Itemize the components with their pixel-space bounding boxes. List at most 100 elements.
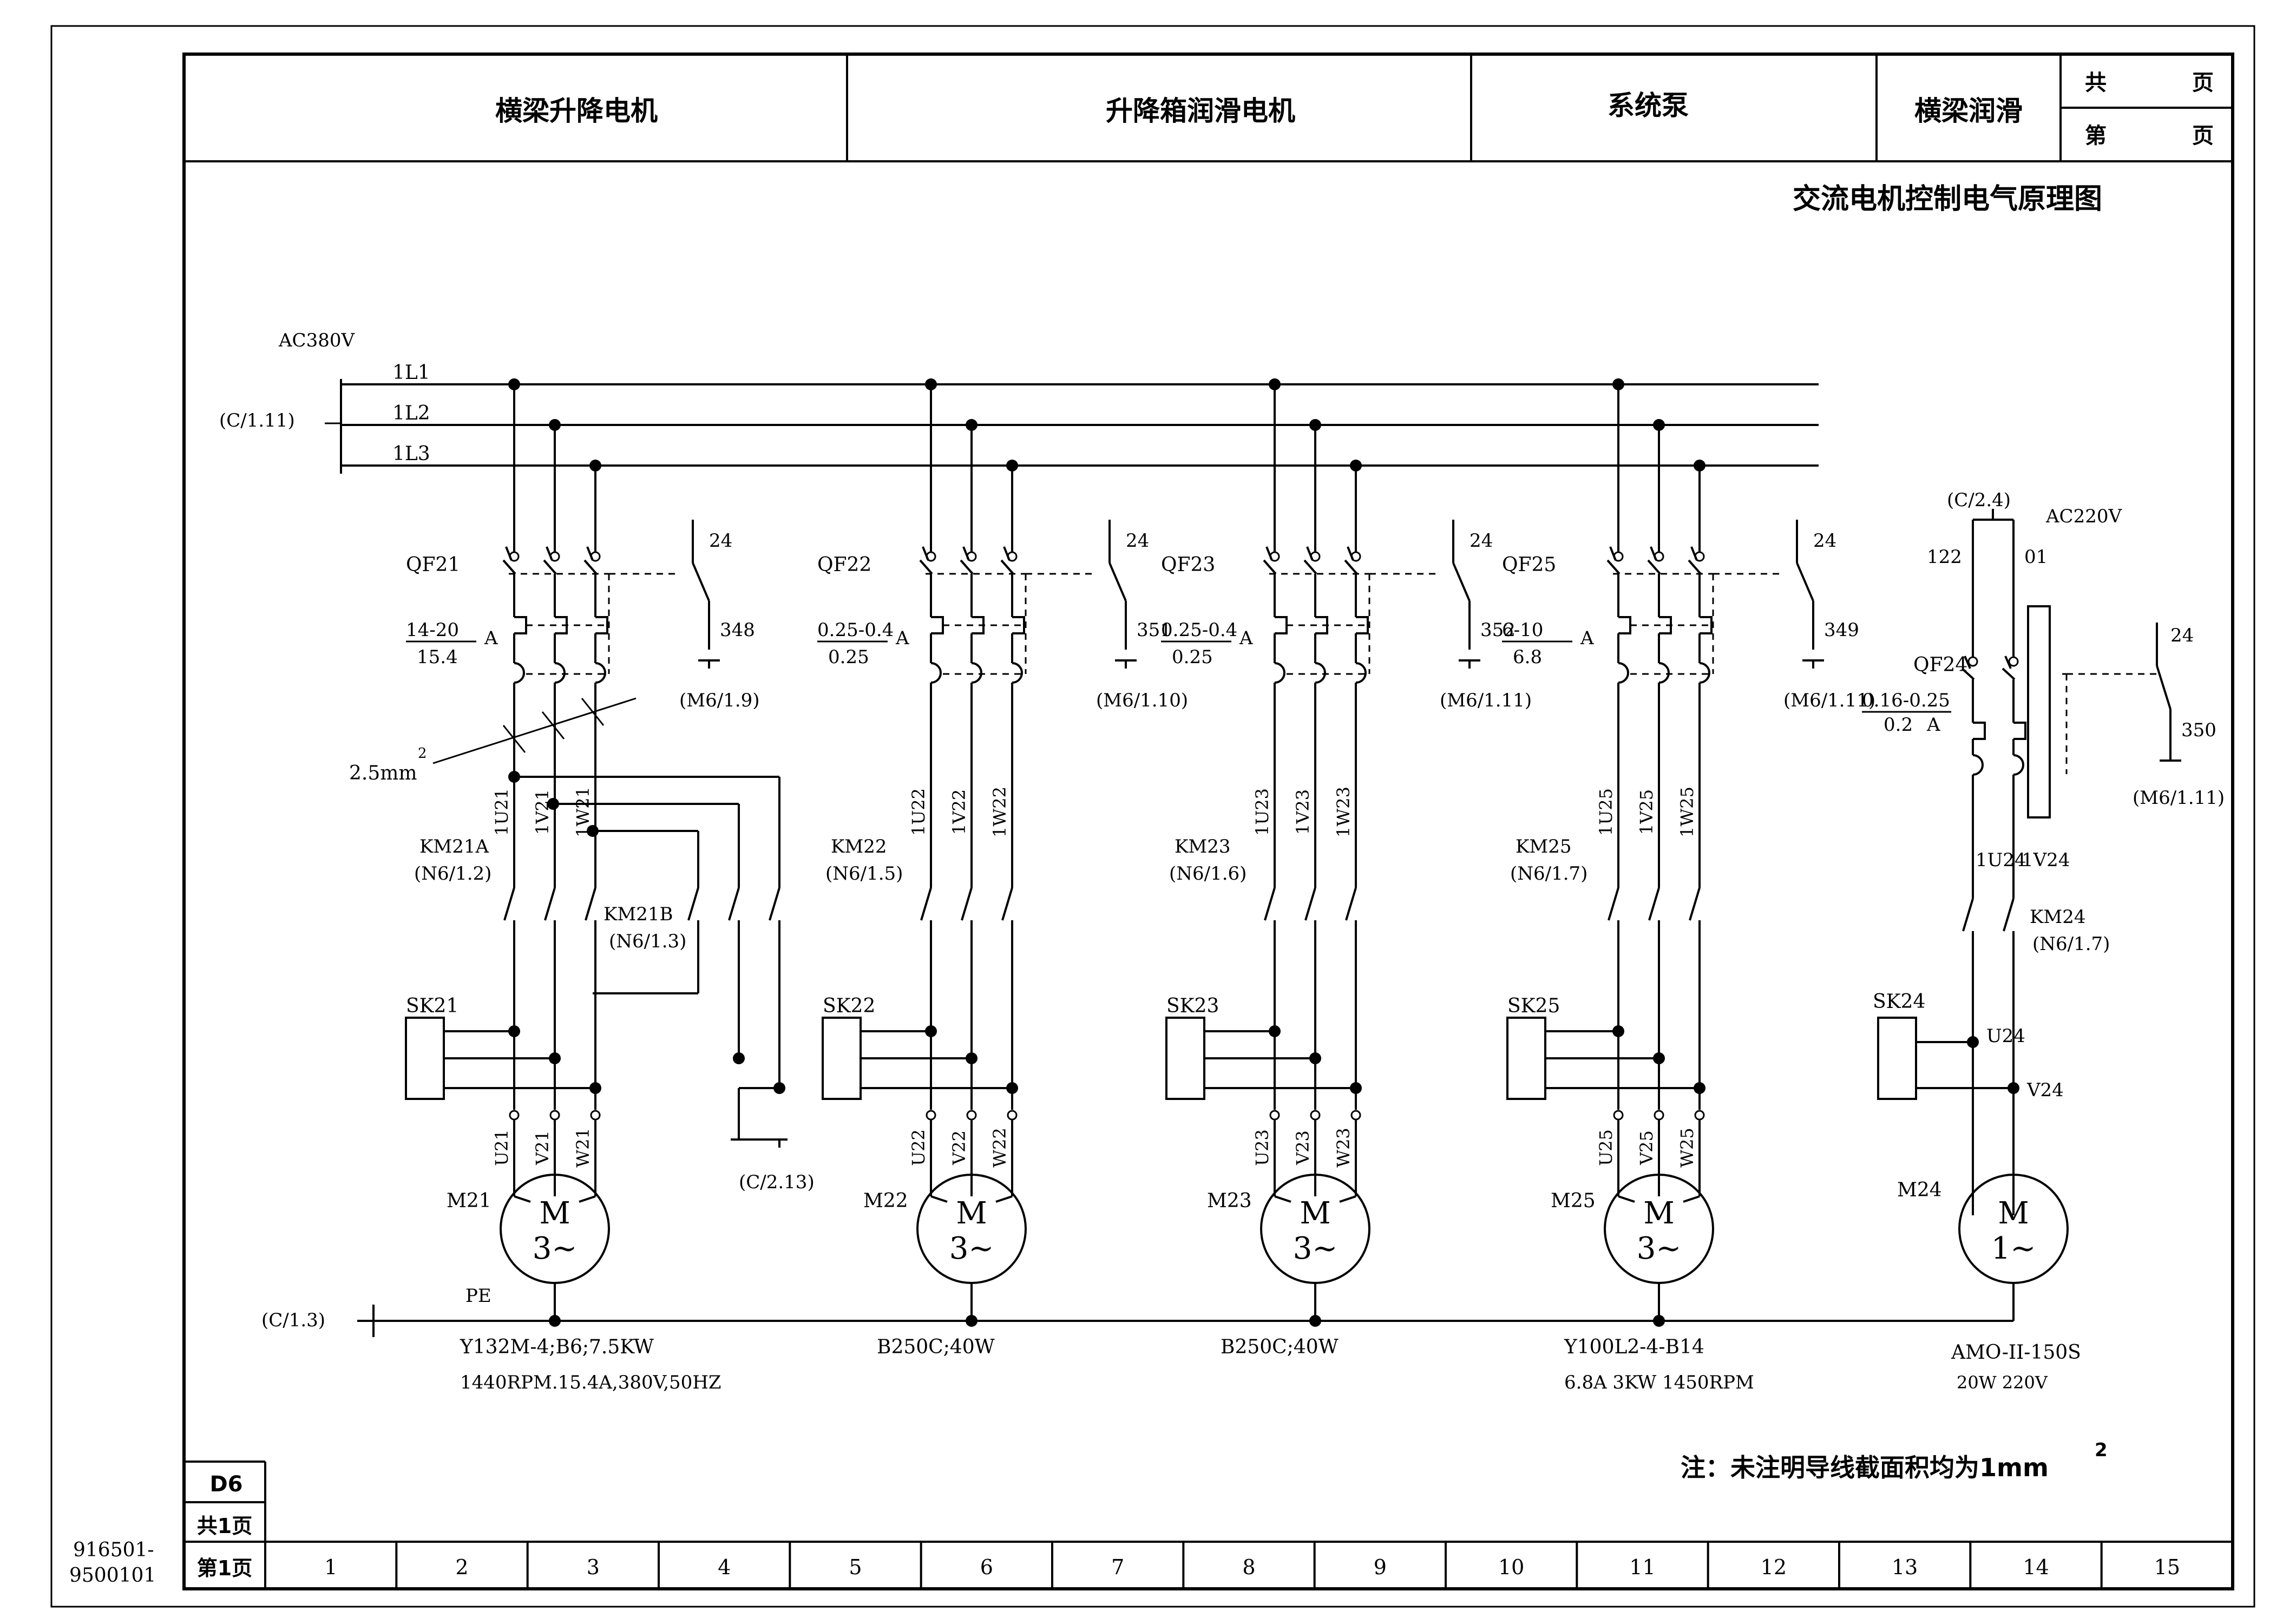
junction-dot (966, 1052, 978, 1064)
aux-ref-label: (M6/1.10) (1096, 690, 1188, 711)
contactor-label: KM25 (1516, 836, 1571, 857)
thermal-element (1012, 616, 1025, 634)
terminal-label: W25 (1677, 1128, 1697, 1168)
motor-spec-1: B250C;40W (877, 1336, 995, 1358)
sp-wire-in-2: 01 (2024, 546, 2048, 568)
drawing-no-2: 9500101 (69, 1564, 156, 1587)
motor-branch-4: 24349(M6/1.11)QF256-106.8A1U25U251V25V25… (1502, 378, 1875, 1393)
motor-spec-1: B250C;40W (1221, 1336, 1339, 1358)
aux-wire-label: 351 (1137, 619, 1172, 641)
wire-label: 1U23 (1252, 788, 1272, 836)
sp-breaker-setting: 0.2 (1884, 714, 1913, 736)
pe-ref: (C/1.3) (261, 1309, 325, 1331)
wire (2156, 665, 2172, 710)
terminal-label: W21 (573, 1128, 593, 1168)
sp-sensor-box (1877, 1017, 1917, 1100)
wire (961, 887, 973, 921)
junction-dot (925, 1025, 937, 1037)
sp-contactor-ref: (N6/1.7) (2032, 933, 2110, 955)
sp-wire-in-1: 122 (1927, 546, 1962, 568)
contactor-ref: (N6/1.6) (1169, 863, 1247, 885)
header-col1: 横梁升降电机 (495, 95, 658, 127)
motor-label: M23 (1207, 1190, 1252, 1212)
terminal-label: V25 (1636, 1130, 1657, 1165)
terminal-label: U25 (1596, 1129, 1616, 1166)
aux-wire-label: 348 (720, 619, 755, 641)
motor-terminal (926, 1110, 936, 1121)
motor-label: M22 (863, 1190, 908, 1212)
wire (514, 1195, 531, 1203)
motor-spec-1: Y100L2-4-B14 (1564, 1336, 1704, 1358)
thermal-element (1973, 722, 1986, 740)
junction-dot (508, 1025, 520, 1037)
sensor-box (1165, 1017, 1205, 1100)
terminal-label: W22 (989, 1128, 1010, 1168)
overcurrent-coil (930, 662, 942, 684)
header-col4: 横梁润滑 (1914, 95, 2023, 127)
breaker-label: QF22 (817, 554, 871, 576)
motor-terminal (1007, 1110, 1018, 1121)
wire (1345, 887, 1357, 921)
overcurrent-coil (2013, 754, 2024, 776)
sensor-label: SK22 (823, 995, 875, 1017)
wire (1452, 562, 1471, 601)
wire (544, 887, 556, 921)
wire (1647, 559, 1661, 575)
wire (1265, 546, 1273, 561)
aux-ref-label: (M6/1.11) (1783, 690, 1875, 711)
sp-contactor: KM24 (2030, 906, 2085, 928)
motor-m: M (539, 1196, 570, 1231)
wire (585, 887, 596, 921)
junction-dot (1967, 1036, 1979, 1048)
overcurrent-coil (554, 662, 566, 684)
grid-number: 3 (587, 1555, 600, 1579)
wire (1648, 887, 1660, 921)
sensor-box (1506, 1017, 1546, 1100)
aux-top-label: 24 (1126, 530, 1149, 552)
wire (962, 546, 970, 561)
overcurrent-coil (1012, 662, 1023, 684)
wire (2004, 656, 2012, 669)
aux-top-label: 24 (1470, 530, 1493, 552)
motor-label: M25 (1551, 1190, 1596, 1212)
wire (2003, 898, 2015, 932)
wire (579, 1195, 596, 1203)
header-total-unit: 页 (2192, 70, 2214, 95)
motor-spec-1: Y132M-4;B6;7.5KW (460, 1336, 654, 1358)
main-frame (182, 53, 2234, 1590)
wire (2002, 667, 2016, 680)
grid-number: 11 (1629, 1555, 1655, 1579)
junction-dot (1653, 1052, 1665, 1064)
wire-label: 1V25 (1636, 789, 1657, 835)
bus-label-1l3: 1L3 (392, 443, 430, 465)
junction-dot (1309, 1052, 1321, 1064)
header-page-label: 第 (2085, 123, 2107, 148)
sp-breaker-range: 0.16-0.25 (1862, 690, 1950, 711)
grid-number: 6 (980, 1555, 993, 1579)
wire (1650, 546, 1657, 561)
wire-size-sup: 2 (418, 745, 427, 762)
drawing-no-1: 916501- (73, 1539, 154, 1561)
sp-terminal-2: V24 (2026, 1079, 2064, 1101)
motor-terminal (1350, 1110, 1361, 1121)
pe-label: PE (465, 1285, 491, 1307)
wire (1961, 667, 1975, 680)
breaker-label: QF25 (1502, 554, 1556, 576)
wire-label: 1V21 (532, 789, 553, 835)
wire-label: 1V23 (1293, 789, 1313, 835)
grid-number: 9 (1374, 1555, 1387, 1579)
junction-dot (1694, 1082, 1705, 1094)
motor-terminal (966, 1110, 977, 1121)
bus-label-1l1: 1L1 (392, 362, 430, 384)
wire (586, 546, 594, 561)
wire (1339, 1195, 1356, 1203)
header-row: 横梁升降电机 升降箱润滑电机 系统泵 横梁润滑 共 页 第 页 (184, 54, 2233, 162)
overcurrent-coil (595, 662, 606, 684)
thermal-element (1275, 616, 1288, 634)
sp-breaker-label: QF24 (1913, 654, 1967, 676)
wire (1306, 546, 1314, 561)
wire (1964, 656, 1971, 669)
wire (1683, 1195, 1700, 1203)
overcurrent-coil (1618, 662, 1629, 684)
